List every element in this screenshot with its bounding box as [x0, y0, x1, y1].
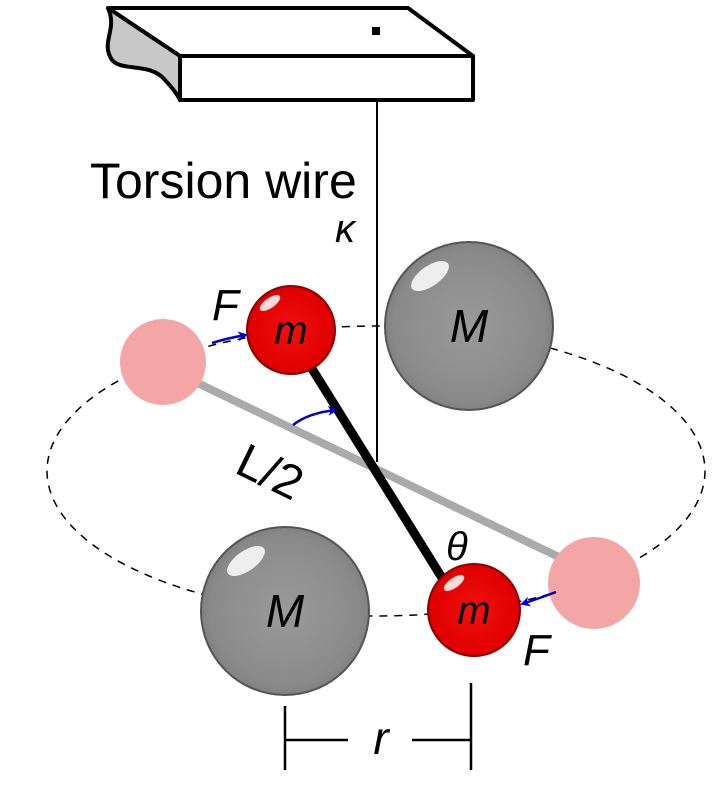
balance-rod	[292, 340, 466, 613]
force-label-top: F	[212, 281, 241, 330]
large-mass-top-label: M	[450, 300, 489, 352]
distance-indicator: r	[283, 683, 473, 770]
large-mass-bottom: M	[200, 526, 370, 696]
kappa-label: κ	[335, 207, 357, 251]
force-label-bottom: F	[523, 626, 552, 675]
small-mass-top-label: m	[274, 309, 307, 353]
orbit-path	[46, 325, 706, 617]
torsion-wire-label: Torsion wire	[90, 153, 357, 209]
force-arrow-top	[211, 331, 248, 345]
half-length-label: L/2	[228, 434, 311, 511]
angle-label: θ	[446, 525, 468, 569]
large-mass-bottom-label: M	[266, 585, 305, 637]
force-arrow-bottom	[520, 590, 557, 607]
ceiling-support	[105, 6, 475, 102]
small-mass-rest-bottom	[548, 537, 640, 629]
large-mass-top: M	[384, 241, 554, 411]
distance-label: r	[373, 712, 390, 764]
small-mass-bottom-label: m	[457, 589, 490, 633]
small-mass-bottom: m	[427, 563, 521, 657]
small-mass-top: m	[246, 285, 336, 375]
small-mass-rest-top	[120, 319, 206, 405]
half-length-arrow	[292, 405, 338, 426]
